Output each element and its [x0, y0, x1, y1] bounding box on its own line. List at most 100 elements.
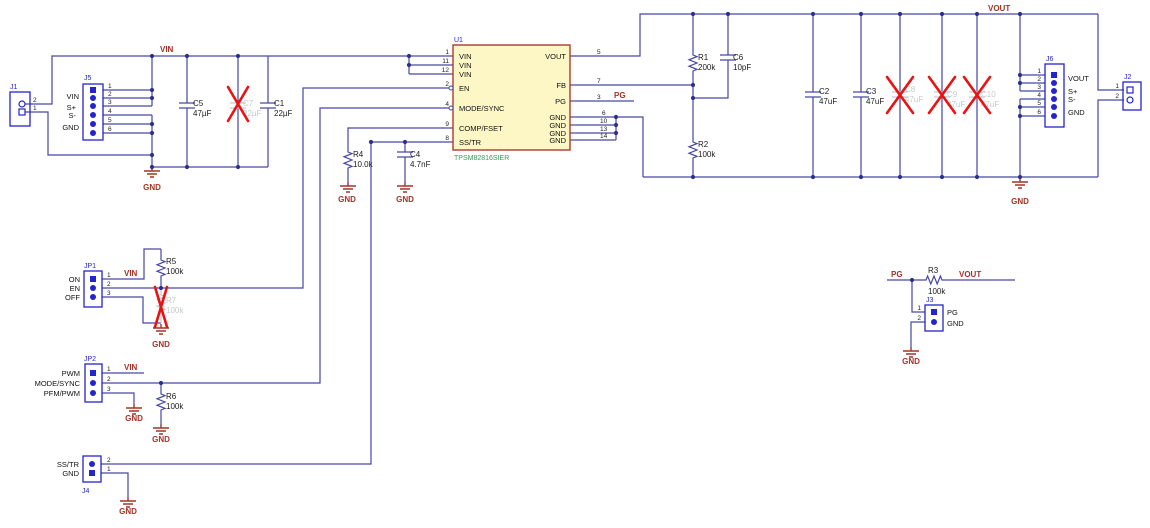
u1-pin-en: EN — [459, 84, 469, 93]
c7-ref: C7 — [243, 99, 254, 108]
u1-pin-pg: PG — [555, 97, 566, 106]
pg-net-label: PG — [891, 270, 903, 279]
u1-pin-gnd: GND — [549, 136, 566, 145]
j4-pin1 — [89, 470, 95, 476]
resistor-r1: R1 200k — [687, 53, 716, 73]
r6-value: 100k — [166, 402, 184, 411]
r3-ref: R3 — [928, 266, 939, 275]
pin-number: 1 — [445, 49, 449, 56]
j6-pin6 — [1051, 113, 1057, 119]
r7-ref: R7 — [166, 296, 177, 305]
j6-label-splus: S+ — [1068, 87, 1078, 96]
r5-ref: R5 — [166, 257, 177, 266]
gnd-label: GND — [902, 357, 920, 366]
jp1-ref: JP1 — [84, 263, 96, 270]
u1-chip: U1 TPSM82816SIER VIN VIN VIN EN MODE/SYN… — [442, 37, 608, 162]
r3-value: 100k — [928, 287, 946, 296]
pin-number: 1 — [33, 105, 37, 112]
pin-number: 14 — [600, 133, 608, 140]
net-labels: VIN VIN VIN VOUT VOUT PG PG — [124, 4, 1010, 372]
c4-ref: C4 — [410, 150, 421, 159]
u1-pin-vin: VIN — [459, 52, 472, 61]
j2-ref: J2 — [1124, 74, 1132, 81]
resistor-r5: R5 100k — [155, 249, 184, 288]
j3-connector: J3 1 2 PG GND — [917, 297, 964, 332]
j6-pin3 — [1051, 88, 1057, 94]
pin-number: 1 — [107, 366, 111, 373]
j3-label-pg: PG — [947, 308, 958, 317]
resistor-r6: R6 100k — [155, 383, 184, 424]
j5-pin6 — [90, 130, 96, 136]
jp2-label-pfm-pwm: PFM/PWM — [44, 389, 80, 398]
u1-pin-vin: VIN — [459, 70, 472, 79]
j4-label-gnd: GND — [62, 469, 79, 478]
vout-net-label: VOUT — [988, 4, 1010, 13]
pin-number: 2 — [107, 281, 111, 288]
capacitor-c4: C4 4.7nF — [397, 150, 431, 169]
gnd-label: GND — [143, 183, 161, 192]
jp1-pin3 — [90, 294, 96, 300]
j4-label-ss-tr: SS/TR — [57, 460, 80, 469]
jp1-pin1 — [90, 276, 96, 282]
capacitor-c8-dnp: C8 47uF — [885, 75, 923, 115]
r2-value: 100k — [698, 150, 716, 159]
vout-net-label: VOUT — [959, 270, 981, 279]
pin-number: 6 — [1037, 109, 1041, 116]
j5-label-sminus: S- — [69, 111, 77, 120]
j5-label-vin: VIN — [66, 92, 79, 101]
vin-net-label: VIN — [124, 363, 138, 372]
pin-number: 1 — [108, 83, 112, 90]
j6-ref: J6 — [1046, 56, 1054, 63]
capacitor-c5: C5 47µF — [179, 99, 212, 118]
c3-ref: C3 — [866, 87, 877, 96]
u1-pin-gnd: GND — [549, 113, 566, 122]
u1-pin-gnd: GND — [549, 121, 566, 130]
u1-pin-mode-sync: MODE/SYNC — [459, 104, 505, 113]
pin-number: 10 — [600, 118, 608, 125]
j6-label-sminus: S- — [1068, 95, 1076, 104]
x-mark — [962, 75, 992, 115]
u1-body — [452, 44, 571, 151]
j1-connector: J1 2 1 — [9, 84, 37, 127]
r5-value: 100k — [166, 267, 184, 276]
capacitor-c9-dnp: C9 47uF — [927, 75, 965, 115]
u1-pin-gnd: GND — [549, 129, 566, 138]
j2-connector: J2 1 2 — [1115, 74, 1142, 111]
pin-number: 3 — [107, 386, 111, 393]
vin-net-label: VIN — [160, 45, 174, 54]
gnd-label: GND — [119, 507, 137, 516]
pin-number: 1 — [1037, 68, 1041, 75]
jp1-connector: JP1 1 2 3 ON EN OFF — [65, 263, 111, 308]
pin-number: 2 — [917, 315, 921, 322]
gnd-label: GND — [338, 195, 356, 204]
j6-pin5 — [1051, 104, 1057, 110]
j6-pin4 — [1051, 96, 1057, 102]
c2-ref: C2 — [819, 87, 830, 96]
capacitor-c3: C3 47uF — [853, 87, 884, 106]
c4-value: 4.7nF — [410, 160, 431, 169]
c6-ref: C6 — [733, 53, 744, 62]
pin-number: 8 — [445, 135, 449, 142]
pin-number: 2 — [445, 81, 449, 88]
pg-net-label: PG — [614, 91, 626, 100]
u1-ref: U1 — [454, 37, 463, 44]
jp2-label-pwm: PWM — [62, 369, 80, 378]
j4-pin2 — [89, 461, 95, 467]
resistor-r2: R2 100k — [687, 140, 716, 160]
r7-value: 100k — [166, 306, 184, 315]
j2-pin1 — [1126, 86, 1134, 94]
pin-number: 4 — [445, 101, 449, 108]
wires — [25, 13, 1124, 497]
pin-number: 3 — [1037, 84, 1041, 91]
u1-pin-fb: FB — [556, 81, 566, 90]
resistor-r4: R4 10.0k — [342, 150, 374, 182]
x-mark — [153, 285, 169, 329]
x-mark — [226, 85, 250, 123]
gnd-labels: GND GND GND GND GND GND GND GND GND — [119, 183, 1029, 516]
c10-value: 47uF — [981, 100, 999, 109]
j3-pin1 — [931, 309, 937, 315]
j3-ref: J3 — [926, 297, 934, 304]
pin-number: 5 — [108, 117, 112, 124]
capacitor-c10-dnp: C10 47uF — [962, 75, 999, 115]
j1-pin2 — [18, 100, 26, 108]
